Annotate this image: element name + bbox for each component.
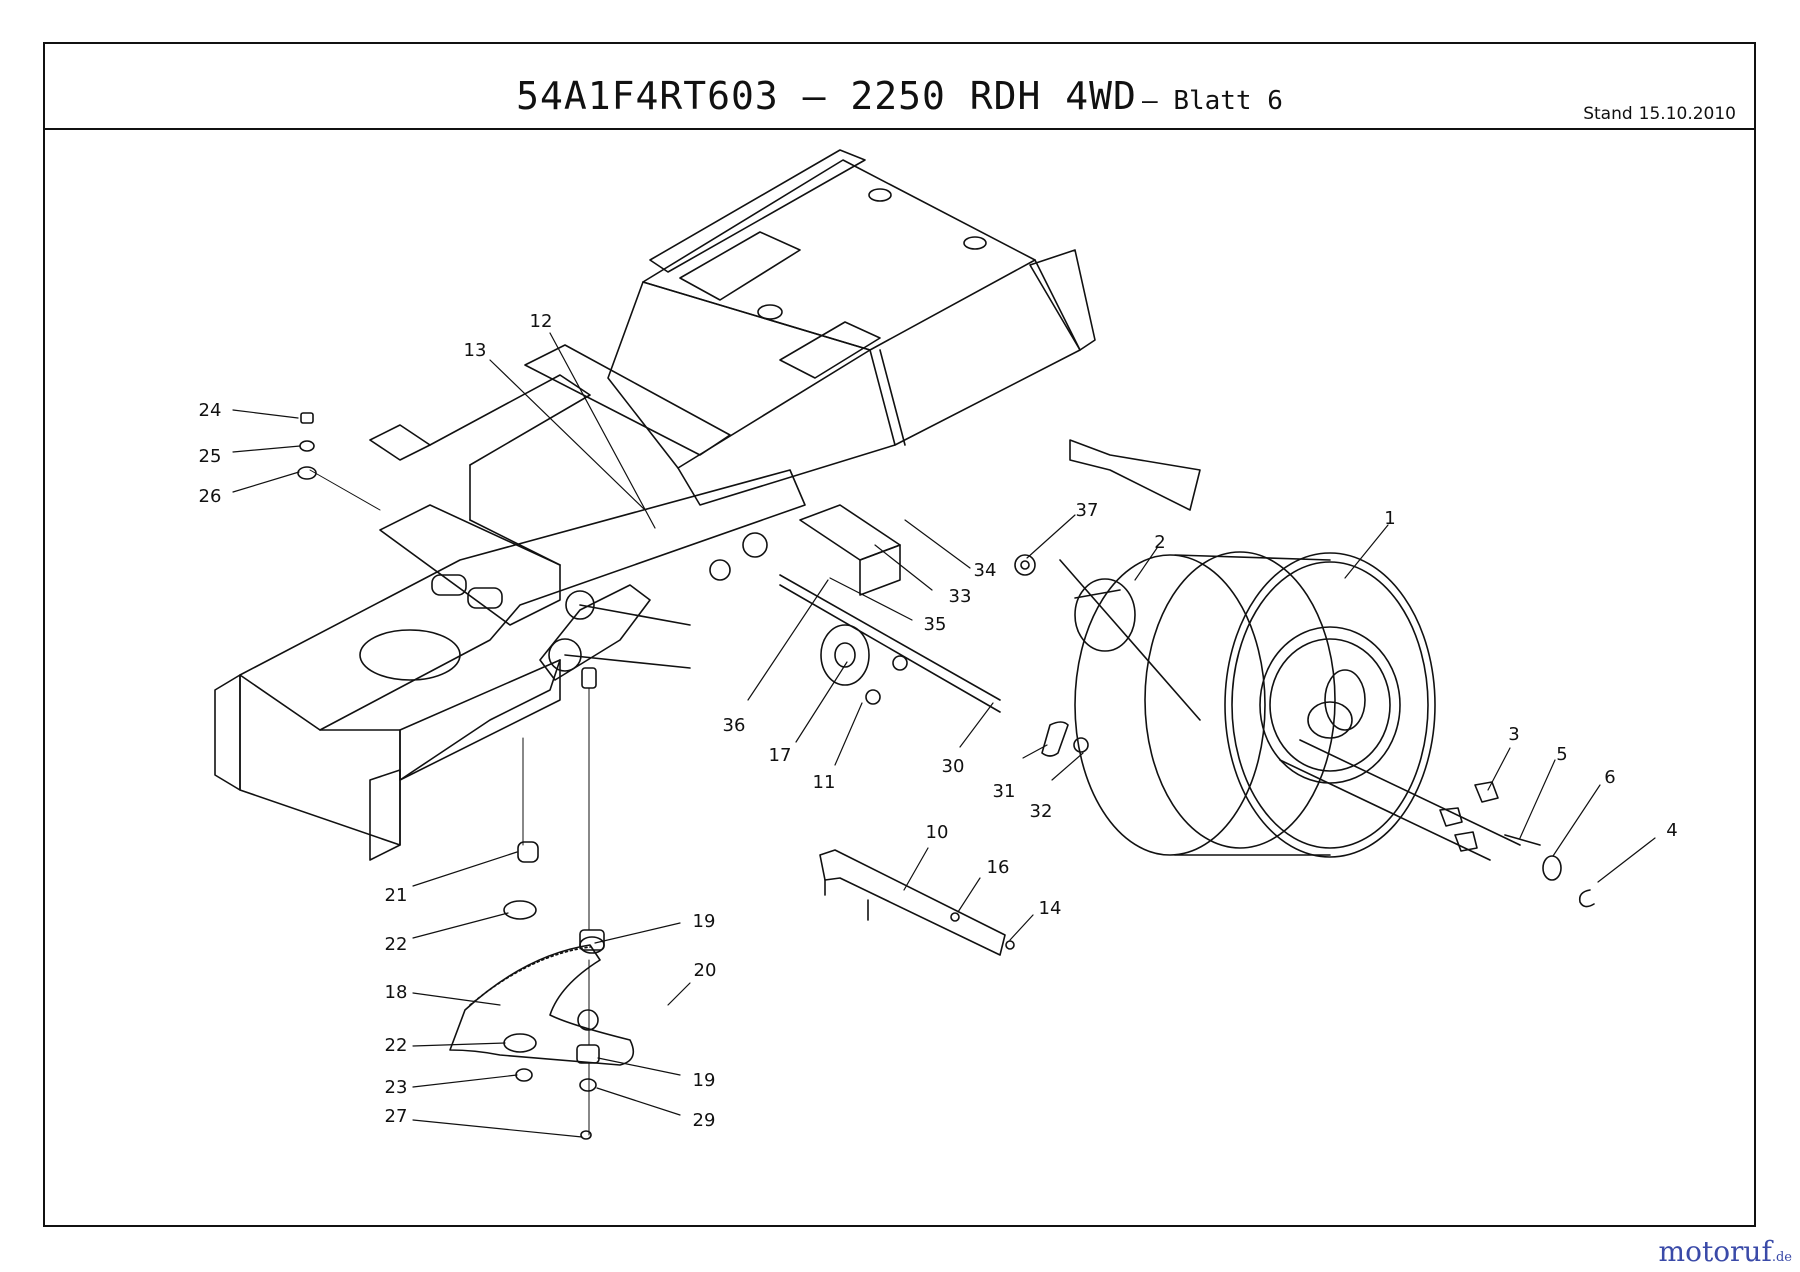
steering-sector — [449, 667, 635, 1140]
callout-22-upper: 22 — [385, 934, 408, 955]
stand-date: 15.10.2010 — [1638, 104, 1736, 124]
watermark-name: motoruf — [1658, 1235, 1772, 1268]
callout-34: 34 — [974, 560, 997, 581]
watermark-tld: .de — [1771, 1250, 1792, 1265]
axle-assembly — [779, 504, 1136, 757]
watermark-logo: motoruf.de — [1659, 1235, 1792, 1268]
model-title: 54A1F4RT603 – 2250 RDH 4WD — [516, 74, 1137, 118]
callout-labels: 1 2 37 34 33 35 36 17 11 30 31 32 3 5 6 … — [199, 311, 1678, 1131]
stand-label: Stand — [1583, 104, 1633, 124]
callout-19-lower: 19 — [693, 1070, 716, 1091]
wheel-hardware — [1059, 559, 1595, 908]
callout-20: 20 — [694, 960, 717, 981]
callout-6: 6 — [1604, 767, 1615, 788]
callout-2: 2 — [1154, 532, 1165, 553]
header-divider — [45, 128, 1754, 130]
callout-5: 5 — [1556, 744, 1567, 765]
drawing-sheet: 54A1F4RT603 – 2250 RDH 4WD – Blatt 6 Sta… — [43, 42, 1756, 1227]
callout-17: 17 — [769, 745, 792, 766]
cross-bracket — [819, 849, 1015, 956]
callout-10: 10 — [926, 822, 949, 843]
callout-35: 35 — [924, 614, 947, 635]
leader-lines — [232, 332, 1656, 1138]
callout-1: 1 — [1384, 508, 1395, 529]
title-block: 54A1F4RT603 – 2250 RDH 4WD – Blatt 6 — [45, 74, 1754, 118]
callout-16: 16 — [987, 857, 1010, 878]
main-frame — [214, 344, 806, 861]
callout-36: 36 — [723, 715, 746, 736]
callout-18: 18 — [385, 982, 408, 1003]
callout-21: 21 — [385, 885, 408, 906]
callout-14: 14 — [1039, 898, 1062, 919]
callout-4: 4 — [1666, 820, 1677, 841]
front-wheel — [1074, 551, 1436, 858]
callout-31: 31 — [993, 781, 1016, 802]
assembly-lines — [309, 469, 590, 1136]
upper-housing — [607, 149, 1201, 511]
callout-24: 24 — [199, 400, 222, 421]
callout-19-upper: 19 — [693, 911, 716, 932]
callout-37: 37 — [1076, 500, 1099, 521]
callout-3: 3 — [1508, 724, 1519, 745]
callout-22-lower: 22 — [385, 1035, 408, 1056]
callout-12: 12 — [530, 311, 553, 332]
callout-32: 32 — [1030, 801, 1053, 822]
callout-23: 23 — [385, 1077, 408, 1098]
callout-30: 30 — [942, 756, 965, 777]
callout-13: 13 — [464, 340, 487, 361]
callout-27: 27 — [385, 1106, 408, 1127]
callout-33: 33 — [949, 586, 972, 607]
sheet-label: – Blatt 6 — [1142, 86, 1283, 116]
callout-25: 25 — [199, 446, 222, 467]
callout-26: 26 — [199, 486, 222, 507]
callout-11: 11 — [813, 772, 836, 793]
callout-29: 29 — [693, 1110, 716, 1131]
